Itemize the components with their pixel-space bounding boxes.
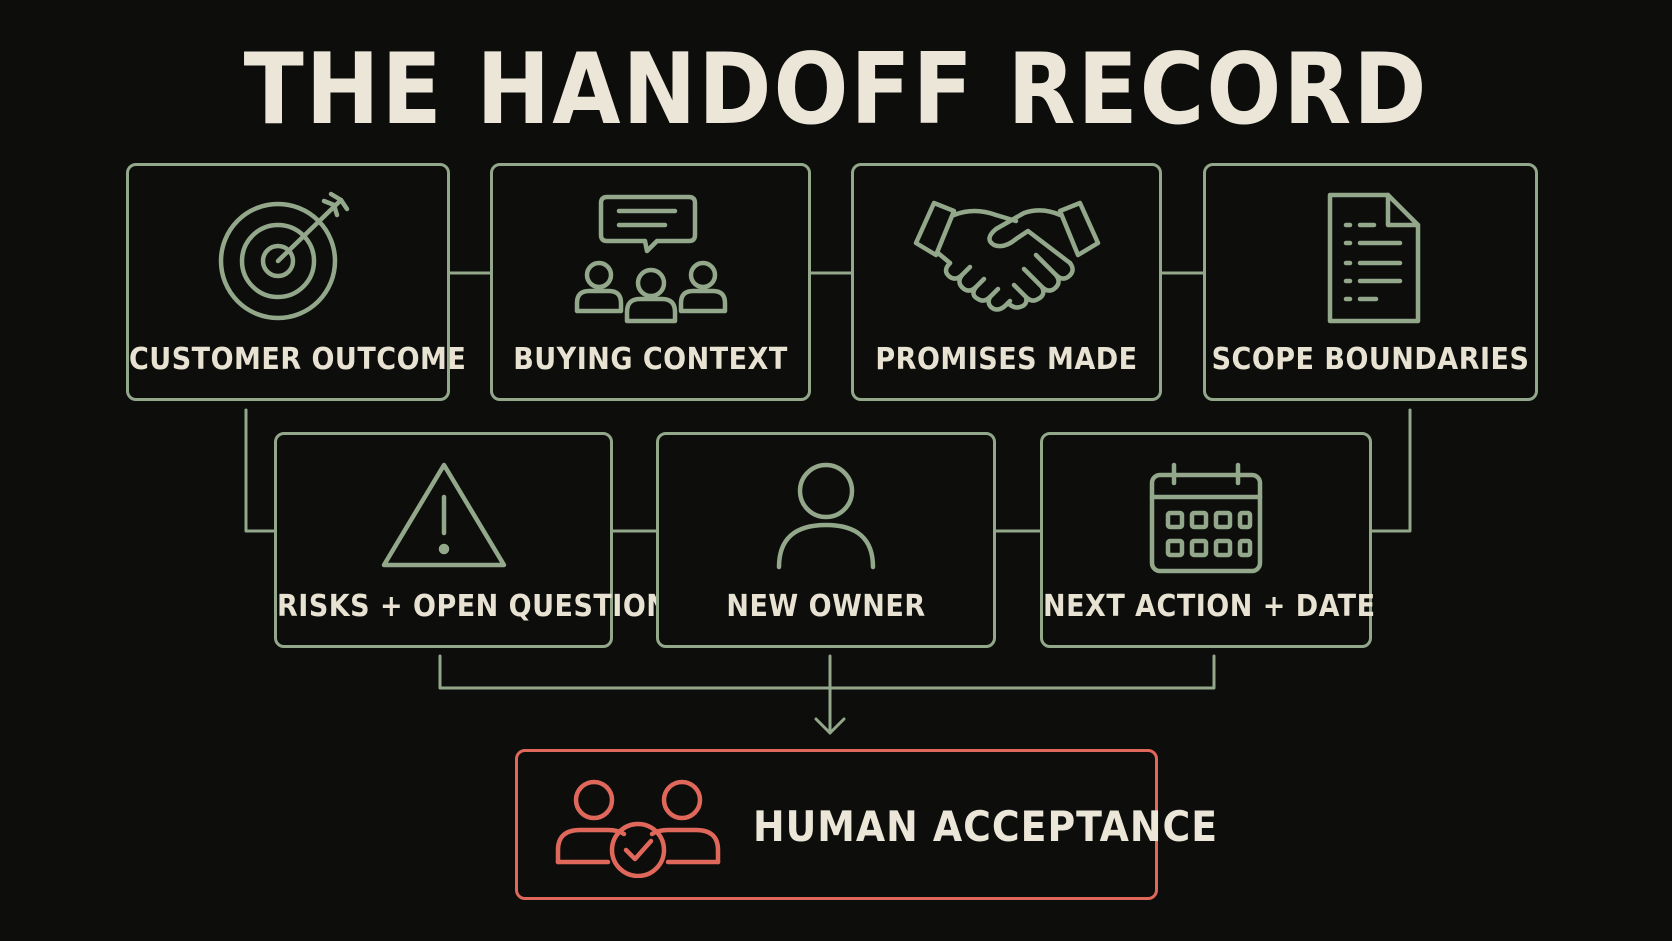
connector-1-5 — [244, 408, 276, 533]
card-label: NEXT ACTION + DATE — [1043, 589, 1376, 624]
card-label: CUSTOMER OUTCOME — [129, 342, 467, 377]
calendar-icon — [1149, 462, 1263, 574]
people-check-icon — [555, 779, 721, 879]
connector-merge — [438, 654, 1216, 690]
card-scope-boundaries: SCOPE BOUNDARIES — [1203, 163, 1538, 401]
arrow-head — [814, 717, 846, 735]
card-label: BUYING CONTEXT — [513, 342, 788, 377]
result-label: HUMAN ACCEPTANCE — [753, 802, 1219, 851]
document-icon — [1327, 192, 1420, 324]
card-label: NEW OWNER — [726, 589, 926, 624]
handshake-icon — [913, 200, 1100, 312]
card-customer-outcome: CUSTOMER OUTCOME — [126, 163, 467, 401]
card-buying-context: BUYING CONTEXT — [490, 163, 811, 401]
card-new-owner: NEW OWNER — [656, 432, 996, 648]
person-icon — [776, 462, 876, 570]
card-label: PROMISES MADE — [875, 342, 1138, 377]
card-risks-open-questions: RISKS + OPEN QUESTIONS — [274, 432, 690, 648]
card-label: RISKS + OPEN QUESTIONS — [277, 589, 690, 624]
page-title: THE HANDOFF RECORD — [243, 33, 1429, 147]
human-acceptance-box: HUMAN ACCEPTANCE — [515, 749, 1217, 900]
group-discussion-icon — [574, 194, 727, 324]
card-next-action-date: NEXT ACTION + DATE — [1040, 432, 1376, 648]
card-label: SCOPE BOUNDARIES — [1211, 342, 1530, 377]
card-promises-made: PROMISES MADE — [851, 163, 1162, 401]
connector-4-7 — [1370, 408, 1412, 533]
target-icon — [218, 191, 350, 321]
warning-icon — [381, 462, 506, 568]
